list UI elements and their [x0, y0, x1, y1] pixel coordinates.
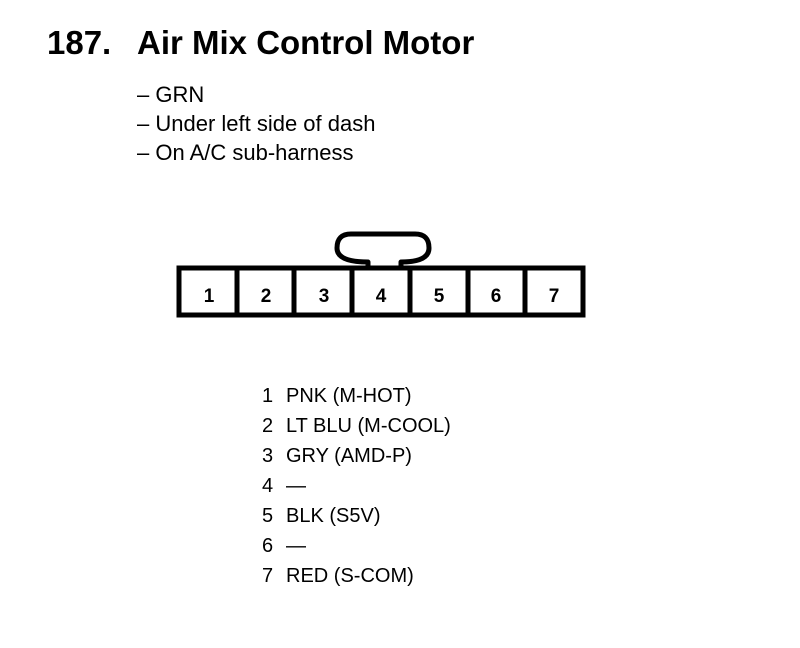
note-color: – GRN: [137, 82, 205, 107]
page-title: 187. Air Mix Control Motor: [47, 26, 474, 59]
pin-wire: LT BLU (M-COOL): [286, 415, 451, 437]
note-location: – Under left side of dash: [137, 111, 376, 136]
cavity-label-1: 1: [204, 286, 215, 307]
pin-row: 7 RED (S-COM): [262, 561, 451, 591]
pin-wire: —: [286, 535, 306, 557]
pin-row: 4—: [262, 471, 451, 501]
pin-row: 2 LT BLU (M-COOL): [262, 411, 451, 441]
pin-number: 2: [262, 415, 274, 437]
pin-wire: RED (S-COM): [286, 565, 414, 587]
title-number: 187.: [47, 24, 112, 61]
cavity-label-4: 4: [376, 286, 387, 307]
title-name: Air Mix Control Motor: [137, 24, 475, 61]
cavity-label-6: 6: [491, 286, 502, 307]
pin-row: 6—: [262, 531, 451, 561]
pin-wire: PNK (M-HOT): [286, 385, 412, 407]
pin-number: 5: [262, 505, 274, 527]
cavity-label-2: 2: [261, 286, 272, 307]
pin-row: 5 BLK (S5V): [262, 501, 451, 531]
pin-wire: GRY (AMD-P): [286, 445, 412, 467]
pin-number: 3: [262, 445, 274, 467]
connector-lock-tab: [334, 231, 432, 268]
cavity-label-5: 5: [434, 286, 445, 307]
pin-number: 6: [262, 535, 274, 557]
connector-body: [176, 265, 586, 318]
pin-number: 4: [262, 475, 274, 497]
cavity-label-3: 3: [319, 286, 330, 307]
pin-number: 7: [262, 565, 274, 587]
pin-wire: —: [286, 475, 306, 497]
pin-list: 1 PNK (M-HOT) 2 LT BLU (M-COOL) 3 GRY (AMD-…: [262, 381, 451, 591]
pin-row: 1 PNK (M-HOT): [262, 381, 451, 411]
pin-number: 1: [262, 385, 274, 407]
connector-notes: – GRN – Under left side of dash – On A/C…: [137, 80, 375, 167]
cavity-label-7: 7: [549, 286, 560, 307]
pin-wire: BLK (S5V): [286, 505, 381, 527]
pin-row: 3 GRY (AMD-P): [262, 441, 451, 471]
connector-diagram: 1 2 3 4 5 6 7: [176, 231, 586, 318]
note-harness: – On A/C sub-harness: [137, 140, 354, 165]
